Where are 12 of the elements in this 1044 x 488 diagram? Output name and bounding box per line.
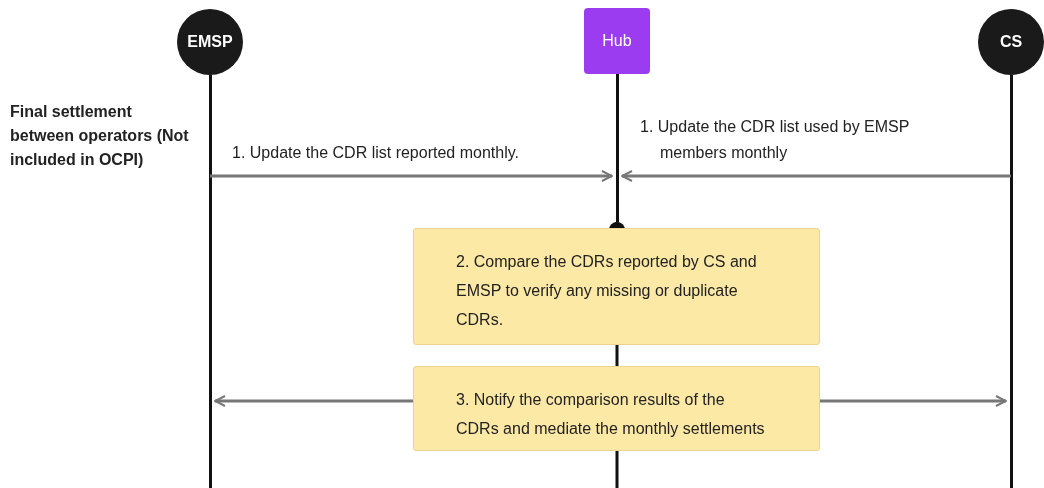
actor-circle: EMSP <box>177 9 243 75</box>
arrow <box>820 395 1007 407</box>
message-label: 1. Update the CDR list reported monthly. <box>232 143 520 163</box>
arrow <box>621 170 1011 182</box>
message-label: 1. Update the CDR list used by EMSP members monthly <box>640 117 911 163</box>
note-text: Final settlement between operators (Not included in OCPI) <box>10 102 190 170</box>
arrow <box>210 170 613 182</box>
hub-box: Hub <box>584 8 650 74</box>
arrow <box>214 395 413 407</box>
note-box: 2. Compare the CDRs reported by CS and EMSP to verify any missing or duplicate CDRs. <box>413 228 820 345</box>
actor-circle: CS <box>978 9 1044 75</box>
note-box: 3. Notify the comparison results of the CDRs and mediate the monthly settlements <box>413 366 820 451</box>
